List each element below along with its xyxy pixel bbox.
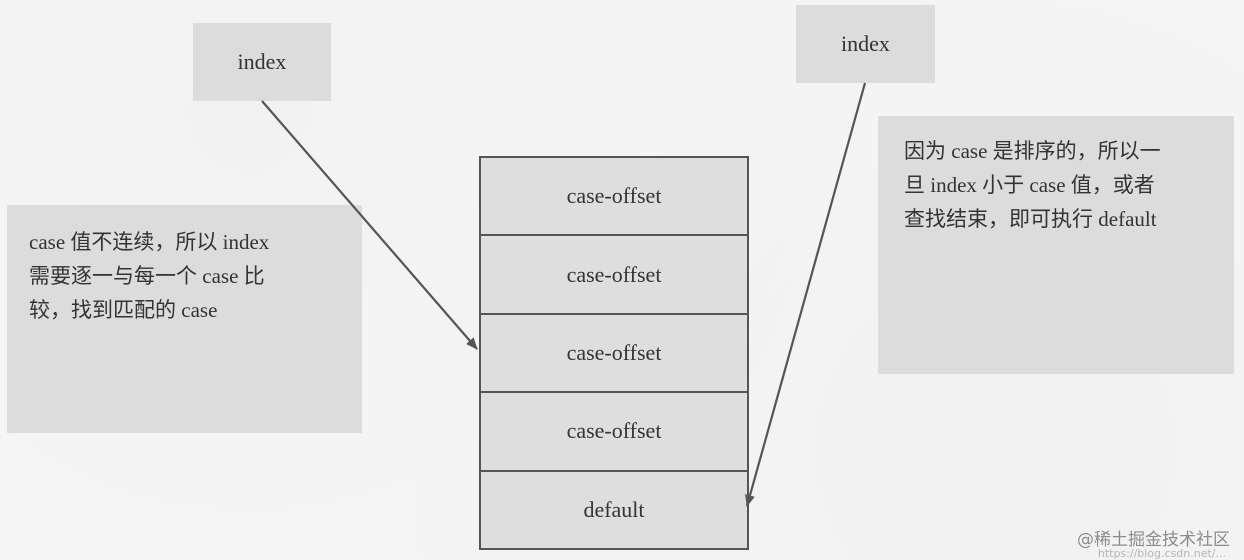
table-row-default: default xyxy=(481,472,747,548)
note-right-line-1: 因为 case 是排序的，所以一 xyxy=(904,139,1161,163)
watermark-url: https://blog.csdn.net/... xyxy=(1097,547,1226,560)
index-label-right: index xyxy=(841,31,890,56)
arrow-right-index-to-default xyxy=(745,82,867,507)
note-left-line-3: 较，找到匹配的 case xyxy=(29,298,218,322)
index-label-left: index xyxy=(237,49,287,74)
note-right-line-2: 旦 index 小于 case 值，或者 xyxy=(904,173,1155,197)
case-table: case-offset case-offset case-offset case… xyxy=(479,156,749,550)
note-left-line-2: 需要逐一与每一个 case 比 xyxy=(29,264,265,288)
note-right-box: 因为 case 是排序的，所以一 旦 index 小于 case 值，或者 查找… xyxy=(878,116,1234,374)
note-left-line-1: case 值不连续，所以 index xyxy=(29,230,270,254)
table-row: case-offset xyxy=(481,236,747,315)
note-left-box: case 值不连续，所以 index 需要逐一与每一个 case 比 较，找到匹… xyxy=(7,205,362,433)
table-row: case-offset xyxy=(481,393,747,472)
table-row-label: case-offset xyxy=(566,418,662,444)
index-box-left: index xyxy=(193,23,331,101)
table-row: case-offset xyxy=(481,158,747,237)
note-right-line-3: 查找结束，即可执行 default xyxy=(904,207,1157,231)
table-row-label: case-offset xyxy=(566,261,662,287)
index-box-right: index xyxy=(796,5,935,83)
table-row: case-offset xyxy=(481,315,747,394)
table-row-label: default xyxy=(583,496,645,522)
table-row-label: case-offset xyxy=(566,340,662,366)
watermark-text: @稀土掘金技术社区 xyxy=(1077,530,1230,550)
table-row-label: case-offset xyxy=(566,183,662,209)
